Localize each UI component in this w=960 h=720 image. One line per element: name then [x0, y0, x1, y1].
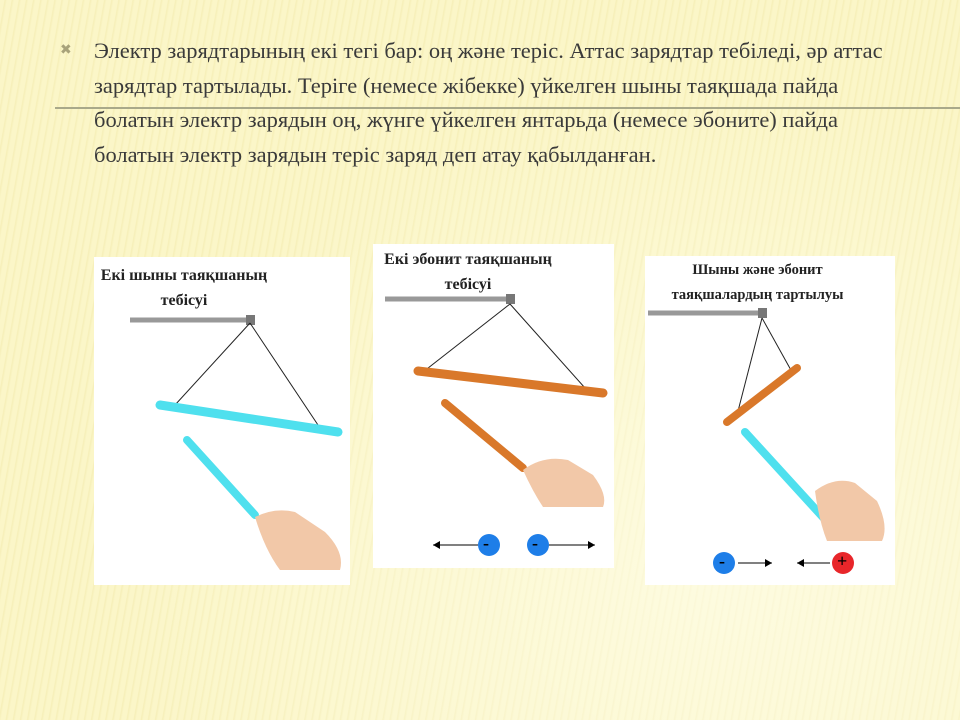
ebonite-rod: [413, 366, 608, 398]
attraction-illustration: [648, 308, 885, 574]
negative-charge: [527, 534, 549, 556]
hand-icon: [255, 510, 341, 570]
ebonite-rod: [441, 399, 527, 472]
body-paragraph: Электр зарядтарының екі тегі бар: оң жән…: [94, 38, 883, 167]
hand-icon: [523, 458, 605, 507]
glass-rod: [183, 436, 259, 519]
figure-ebonite-repulsion: Екі эбонит таяқшаның тебісуі - -: [373, 244, 614, 568]
negative-charge: [713, 552, 735, 574]
figure-title: Екі шыны таяқшаның тебісуі: [100, 267, 268, 309]
x-bullet-icon: ✖: [60, 42, 72, 58]
glass-repulsion-illustration: [130, 315, 343, 570]
charge-label: -: [719, 551, 725, 571]
positive-charge: [832, 552, 854, 574]
glass-rod: [741, 428, 834, 529]
ebonite-rod: [723, 364, 801, 426]
title-divider: [55, 107, 960, 109]
glass-rod: [155, 400, 343, 437]
charge-label: -: [532, 533, 538, 553]
charge-label: +: [837, 551, 848, 571]
figure-glass-repulsion: Екі шыны таяқшаның тебісуі: [94, 257, 350, 585]
negative-charge: [478, 534, 500, 556]
hand-icon: [815, 480, 885, 541]
figure-glass-ebonite-attraction: Шыны және эбонит таяқшалардың тартылуы -…: [645, 256, 895, 585]
figure-title: Екі эбонит таяқшаның тебісуі: [384, 251, 552, 293]
charge-label: -: [483, 533, 489, 553]
figure-title: Шыны және эбонит таяқшалардың тартылуы: [671, 262, 844, 303]
ebonite-repulsion-illustration: [385, 294, 608, 556]
